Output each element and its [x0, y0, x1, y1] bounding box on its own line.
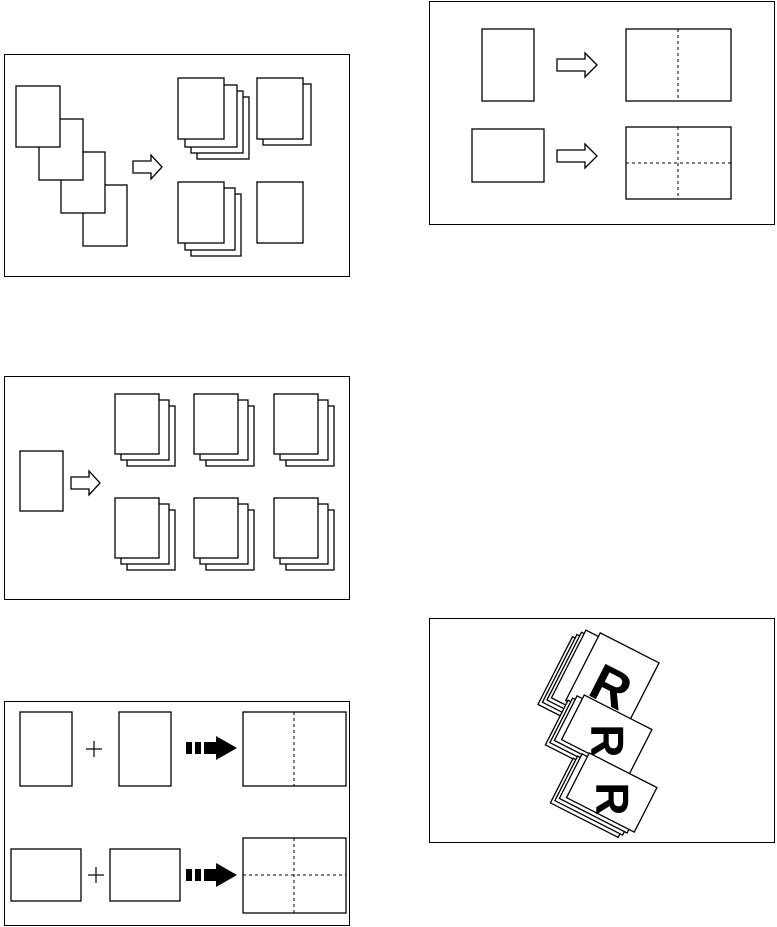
copy-stack: [274, 394, 334, 466]
copy-page: [257, 182, 303, 243]
copy-stack: [194, 498, 254, 570]
process-arrow-icon: [71, 471, 100, 495]
copy-stack: [274, 498, 334, 570]
dashed-arrow-icon: [186, 863, 237, 887]
copy-stack: [115, 394, 175, 466]
page-letter: R: [587, 782, 639, 815]
original-page: [20, 451, 63, 511]
process-arrow-icon: [557, 53, 597, 77]
original-page: [110, 849, 180, 901]
original-page: [11, 849, 81, 901]
sort-copies-diagram: [4, 54, 350, 277]
copy-stack: [178, 182, 241, 256]
sort-copies-illustration: [5, 55, 351, 278]
process-arrow-icon: [133, 155, 162, 179]
copy-stack: [194, 394, 254, 466]
combine-two-originals-diagram: [4, 701, 350, 926]
original-page: [472, 129, 544, 182]
copy-stack: [257, 78, 311, 145]
copy-stack: [178, 78, 249, 159]
stack-copies-illustration: [5, 377, 351, 601]
stack-copies-diagram: [4, 376, 350, 600]
plus-icon: [88, 867, 104, 883]
original-page: [16, 86, 60, 147]
rotate-sort-illustration: R R R: [430, 619, 776, 844]
enlarge-split-illustration: [430, 2, 776, 226]
plus-icon: [86, 741, 102, 757]
combine-originals-illustration: [5, 702, 351, 927]
dashed-arrow-icon: [186, 736, 237, 760]
original-page: [119, 712, 171, 786]
rotate-sort-diagram: R R R: [429, 618, 775, 843]
enlarge-split-diagram: [429, 1, 775, 225]
copy-stack: [115, 498, 175, 570]
original-page: [482, 29, 534, 101]
rotated-stack: R: [550, 748, 657, 843]
process-arrow-icon: [557, 144, 597, 168]
original-page: [20, 712, 72, 786]
